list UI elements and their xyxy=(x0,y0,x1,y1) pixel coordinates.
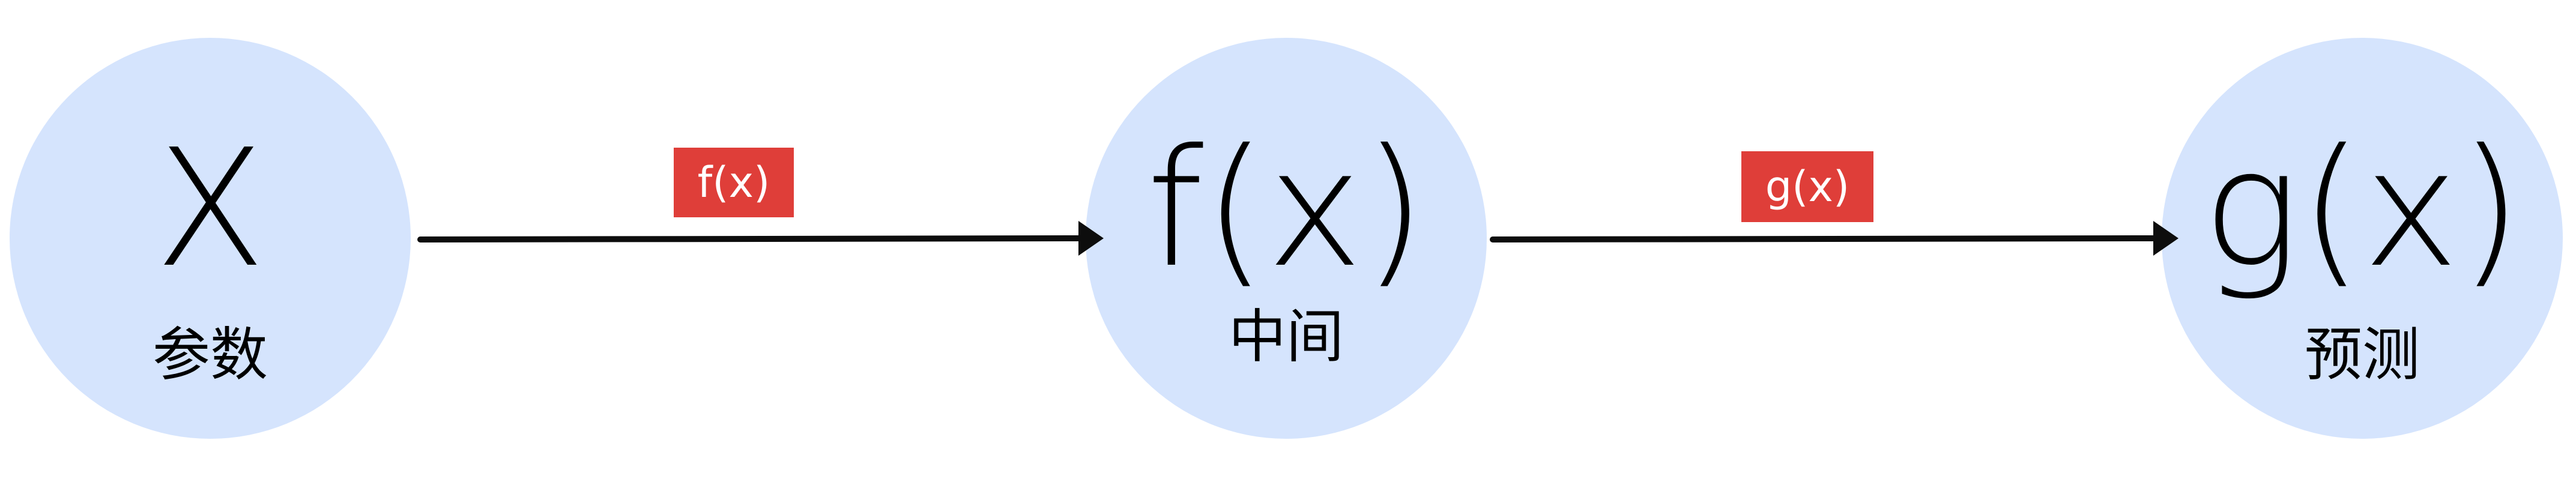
node-caption: 参数 xyxy=(153,321,268,388)
node-parameter: X 参数 xyxy=(10,38,411,439)
edge-label-g: g(x) xyxy=(1741,151,1873,222)
node-symbol: g(x) xyxy=(2202,114,2523,303)
edge-label-f: f(x) xyxy=(674,148,794,217)
node-caption: 预测 xyxy=(2305,321,2420,388)
arrow-g xyxy=(1490,221,2178,256)
node-prediction: g(x) 预测 xyxy=(2162,38,2563,439)
node-caption: 中间 xyxy=(1229,303,1344,370)
node-symbol: X xyxy=(154,114,266,303)
arrow-f xyxy=(417,221,1104,256)
node-symbol: f(x) xyxy=(1146,114,1426,303)
node-intermediate: f(x) 中间 xyxy=(1086,38,1487,439)
